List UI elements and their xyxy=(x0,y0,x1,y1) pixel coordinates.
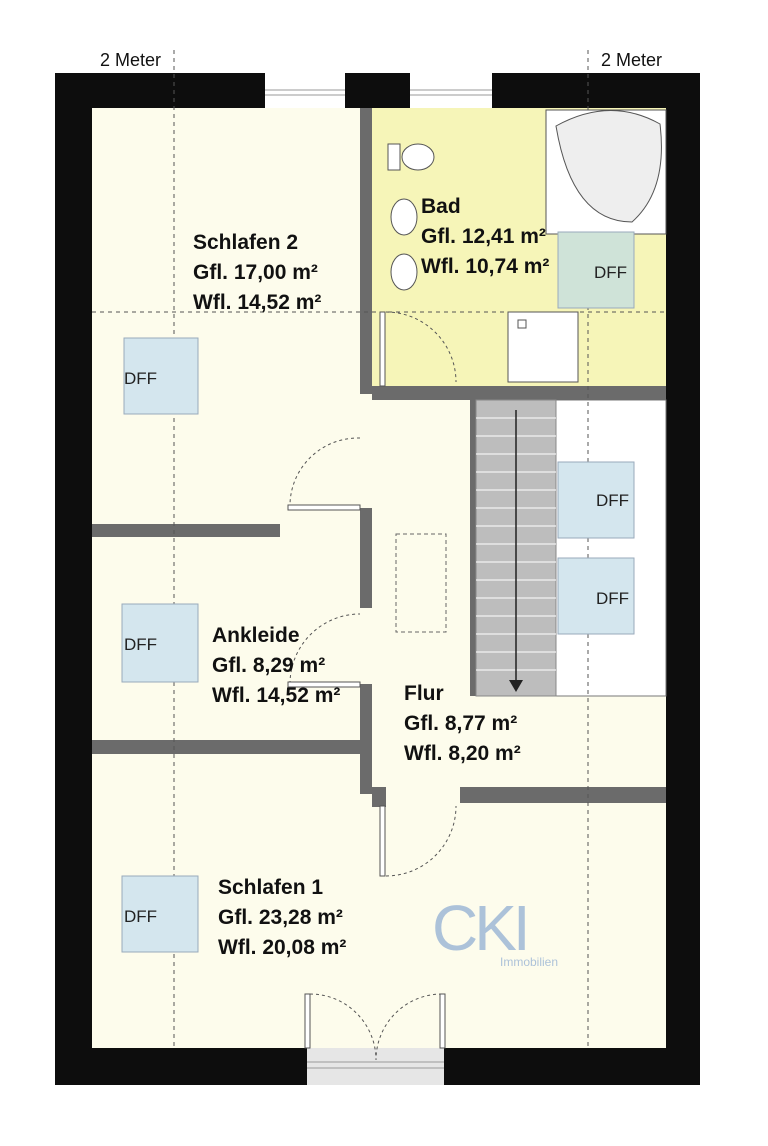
skylight-bad: DFF xyxy=(557,231,635,309)
room-name-flur: Flur xyxy=(404,682,444,705)
toilet-icon xyxy=(387,143,435,171)
door-swings xyxy=(289,311,457,1061)
staircase xyxy=(475,399,557,697)
room-gfl-ankleide: Gfl. 8,29 m² xyxy=(212,654,325,677)
open-void-area xyxy=(555,399,667,697)
bathtub-icon xyxy=(545,109,667,235)
room-wfl-flur: Wfl. 8,20 m² xyxy=(404,742,521,765)
logo-letters: CKI xyxy=(432,892,527,964)
room-wfl-schlafen2: Wfl. 14,52 m² xyxy=(193,291,321,314)
room-gfl-flur: Gfl. 8,77 m² xyxy=(404,712,517,735)
scale-label-right: 2 Meter xyxy=(601,50,662,70)
skylight-label: DFF xyxy=(124,635,157,654)
room-gfl-schlafen1: Gfl. 23,28 m² xyxy=(218,906,343,929)
sink-icon xyxy=(390,198,418,291)
room-wfl-bad: Wfl. 10,74 m² xyxy=(421,255,549,278)
skylight-void-lower: DFF xyxy=(557,557,635,635)
skylight-schlafen2: DFF xyxy=(123,337,199,415)
logo-subtitle: Immobilien xyxy=(500,955,558,969)
skylight-schlafen1: DFF xyxy=(121,875,199,953)
room-gfl-schlafen2: Gfl. 17,00 m² xyxy=(193,261,318,284)
slope-lines xyxy=(92,50,666,1048)
shower-icon xyxy=(507,311,579,383)
skylight-label: DFF xyxy=(124,907,157,926)
skylight-label: DFF xyxy=(124,369,157,388)
room-wfl-ankleide: Wfl. 14,52 m² xyxy=(212,684,340,707)
room-name-schlafen2: Schlafen 2 xyxy=(193,231,298,254)
room-gfl-bad: Gfl. 12,41 m² xyxy=(421,225,546,248)
room-wfl-schlafen1: Wfl. 20,08 m² xyxy=(218,936,346,959)
skylight-void-upper: DFF xyxy=(557,461,635,539)
skylight-label: DFF xyxy=(596,491,629,510)
room-name-schlafen1: Schlafen 1 xyxy=(218,876,323,899)
company-logo: CKI Immobilien xyxy=(432,892,558,969)
scale-label-left: 2 Meter xyxy=(100,50,161,70)
door-leaves xyxy=(287,311,446,1049)
attic-hatch xyxy=(395,533,447,633)
skylight-ankleide: DFF xyxy=(121,603,199,683)
skylight-label: DFF xyxy=(594,263,627,282)
room-name-ankleide: Ankleide xyxy=(212,624,300,647)
inner-walls xyxy=(92,108,666,807)
skylight-label: DFF xyxy=(596,589,629,608)
stair-direction-arrow-icon xyxy=(509,680,523,692)
room-name-bad: Bad xyxy=(421,195,461,218)
